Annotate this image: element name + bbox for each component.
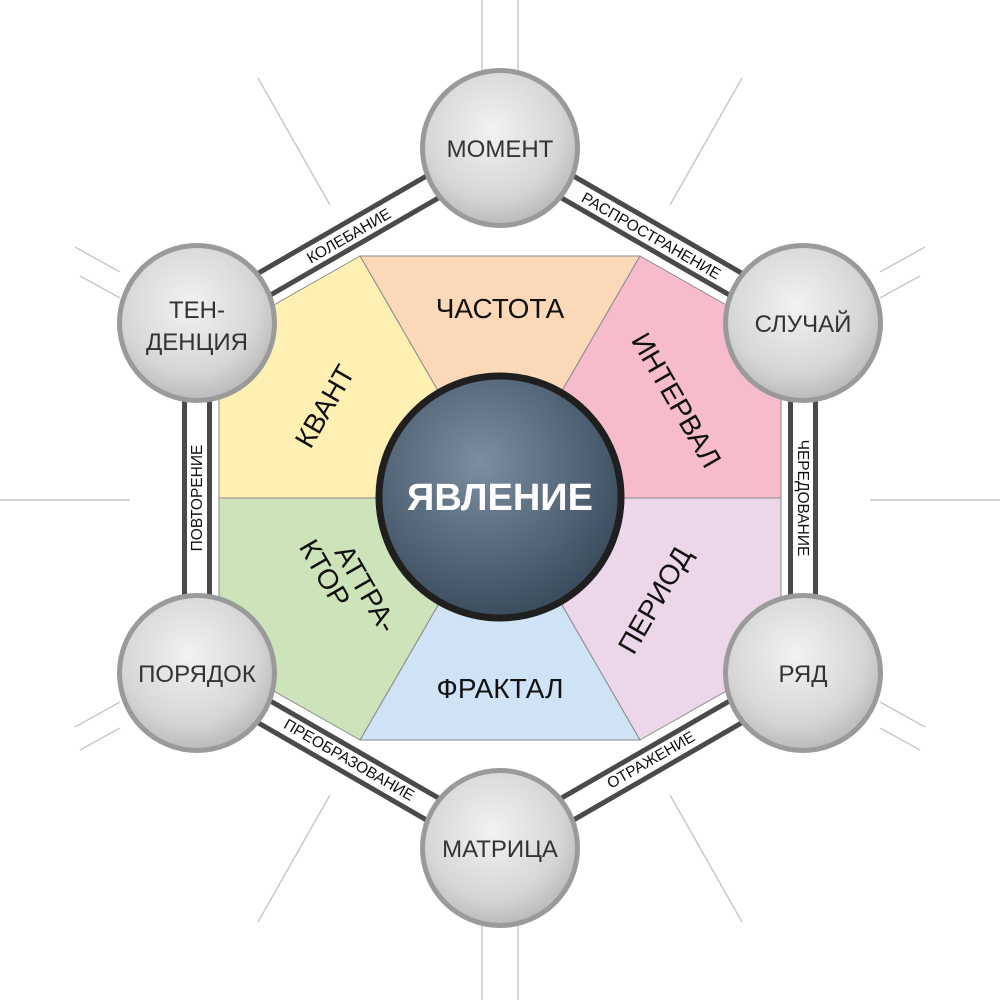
node-label-ryad: РЯД <box>778 661 827 688</box>
node-sluchai: СЛУЧАЙ <box>723 243 883 403</box>
ray <box>74 246 121 273</box>
ray <box>257 77 331 206</box>
ray <box>879 701 926 728</box>
node-label-sluchai: СЛУЧАЙ <box>755 310 852 338</box>
ray <box>74 701 121 728</box>
ray <box>669 794 743 923</box>
ray <box>879 727 921 751</box>
node-label-poryadok: ПОРЯДОК <box>138 661 256 688</box>
node-circle-inner <box>425 73 575 223</box>
node-moment: МОМЕНТ <box>420 68 580 228</box>
node-label-tendentsiya-line1: ТЕН- <box>169 297 225 324</box>
node-label-tendentsiya-line2: ДЕНЦИЯ <box>146 329 248 356</box>
edge-label-cheredovanie: ЧЕРЕДОВАНИЕ <box>794 440 811 557</box>
ray <box>79 727 121 751</box>
node-poryadok: ПОРЯДОК <box>117 593 277 753</box>
ray <box>879 246 926 273</box>
node-circle-inner <box>122 248 272 398</box>
node-label-matritsa: МАТРИЦА <box>442 836 558 863</box>
node-ryad: РЯД <box>723 593 883 753</box>
node-circle-inner <box>728 248 878 398</box>
center-node: ЯВЛЕНИЕ <box>375 372 625 622</box>
segment-label-chastota: ЧАСТОТА <box>436 293 565 324</box>
node-label-moment: МОМЕНТ <box>447 136 554 163</box>
ray <box>79 275 121 299</box>
node-matritsa: МАТРИЦА <box>420 768 580 928</box>
center-circle <box>375 372 625 622</box>
node-circle-inner <box>425 773 575 923</box>
ray <box>669 77 743 206</box>
ray <box>879 275 921 299</box>
ray <box>257 794 331 923</box>
node-circle-inner <box>728 598 878 748</box>
segment-label-fraktal: ФРАКТАЛ <box>437 673 564 704</box>
edge-label-povtorenie: ПОВТОРЕНИЕ <box>189 445 206 552</box>
node-circle-inner <box>122 598 272 748</box>
center-label: ЯВЛЕНИЕ <box>407 477 593 519</box>
node-tendentsiya: ТЕН- ДЕНЦИЯ <box>117 243 277 403</box>
